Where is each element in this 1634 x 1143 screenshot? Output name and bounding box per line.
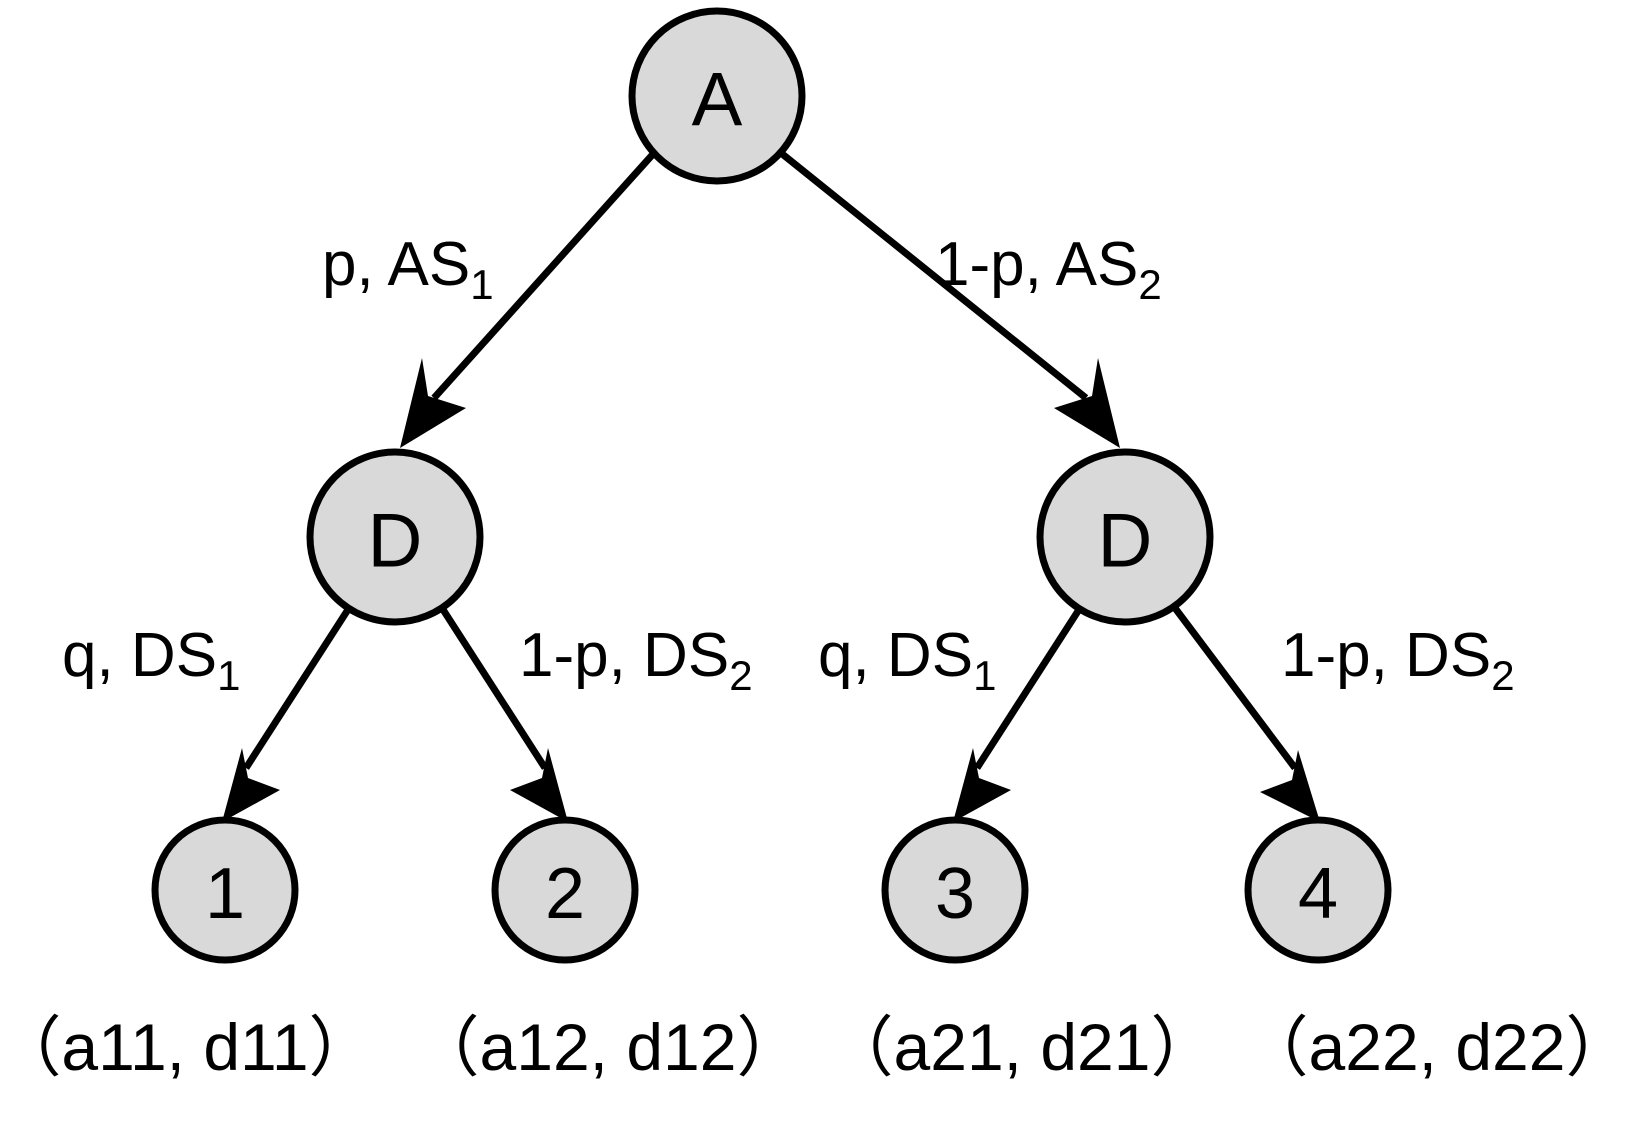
edge-label-dleft-leaf2: 1-p, DS2 bbox=[519, 621, 753, 699]
arrow-head-icon bbox=[510, 748, 568, 822]
edge-line bbox=[439, 606, 548, 770]
node-leaf-4[interactable]: 4 bbox=[1244, 816, 1392, 964]
arrow-head-icon bbox=[953, 748, 1011, 822]
edge-label-dleft-leaf1: q, DS1 bbox=[62, 621, 240, 699]
edge-line bbox=[778, 150, 1089, 401]
edge-d-right-to-leaf-3[interactable] bbox=[953, 606, 1083, 822]
arrow-head-icon bbox=[400, 358, 466, 448]
edge-label-dright-leaf4: 1-p, DS2 bbox=[1281, 621, 1515, 699]
node-leaf-2[interactable]: 2 bbox=[491, 816, 639, 964]
payoff-label-leaf-2: （a12, d12） bbox=[414, 1010, 803, 1084]
payoff-label-leaf-1: （a11, d11） bbox=[0, 1010, 375, 1084]
edge-label-dright-leaf3: q, DS1 bbox=[818, 621, 996, 699]
node-group: A D D 1 2 3 bbox=[151, 7, 1392, 964]
node-root-a[interactable]: A bbox=[628, 7, 806, 185]
node-shape bbox=[628, 7, 806, 185]
node-label: 1 bbox=[205, 854, 245, 934]
edge-d-right-to-leaf-4[interactable] bbox=[1172, 605, 1320, 822]
node-leaf-1[interactable]: 1 bbox=[151, 816, 299, 964]
node-shape bbox=[491, 816, 639, 964]
edge-label-root-right: 1-p, AS2 bbox=[935, 230, 1162, 308]
node-label: A bbox=[692, 58, 743, 143]
payoff-label-leaf-3: （a21, d21） bbox=[828, 1010, 1217, 1084]
node-label: 4 bbox=[1298, 854, 1338, 934]
edge-line bbox=[1172, 605, 1298, 771]
edge-label-root-left: p, AS1 bbox=[322, 230, 494, 308]
node-shape bbox=[151, 816, 299, 964]
node-shape bbox=[1036, 448, 1214, 626]
arrow-head-icon bbox=[222, 748, 280, 822]
node-shape bbox=[881, 816, 1029, 964]
node-label: 2 bbox=[545, 854, 585, 934]
node-shape bbox=[306, 448, 484, 626]
node-d-left[interactable]: D bbox=[306, 448, 484, 626]
node-label: D bbox=[368, 499, 423, 584]
arrow-head-icon bbox=[1054, 358, 1120, 448]
node-d-right[interactable]: D bbox=[1036, 448, 1214, 626]
edge-line bbox=[243, 606, 352, 770]
payoff-label-leaf-4: （a22, d22） bbox=[1243, 1010, 1632, 1084]
payoff-label-group: （a11, d11） （a12, d12） （a21, d21） （a22, d… bbox=[0, 1010, 1631, 1084]
node-leaf-3[interactable]: 3 bbox=[881, 816, 1029, 964]
edge-d-left-to-leaf-1[interactable] bbox=[222, 606, 352, 822]
edge-line bbox=[431, 150, 657, 401]
arrow-head-icon bbox=[1260, 750, 1320, 822]
edge-root-to-d-right[interactable] bbox=[778, 150, 1120, 448]
edge-group bbox=[222, 150, 1320, 822]
edge-line bbox=[974, 606, 1083, 770]
node-shape bbox=[1244, 816, 1392, 964]
node-label: D bbox=[1098, 499, 1153, 584]
edge-label-group: p, AS1 1-p, AS2 q, DS1 1-p, DS2 q, DS1 1… bbox=[62, 230, 1515, 699]
node-label: 3 bbox=[935, 854, 975, 934]
edge-root-to-d-left[interactable] bbox=[400, 150, 657, 448]
edge-d-left-to-leaf-2[interactable] bbox=[439, 606, 568, 822]
